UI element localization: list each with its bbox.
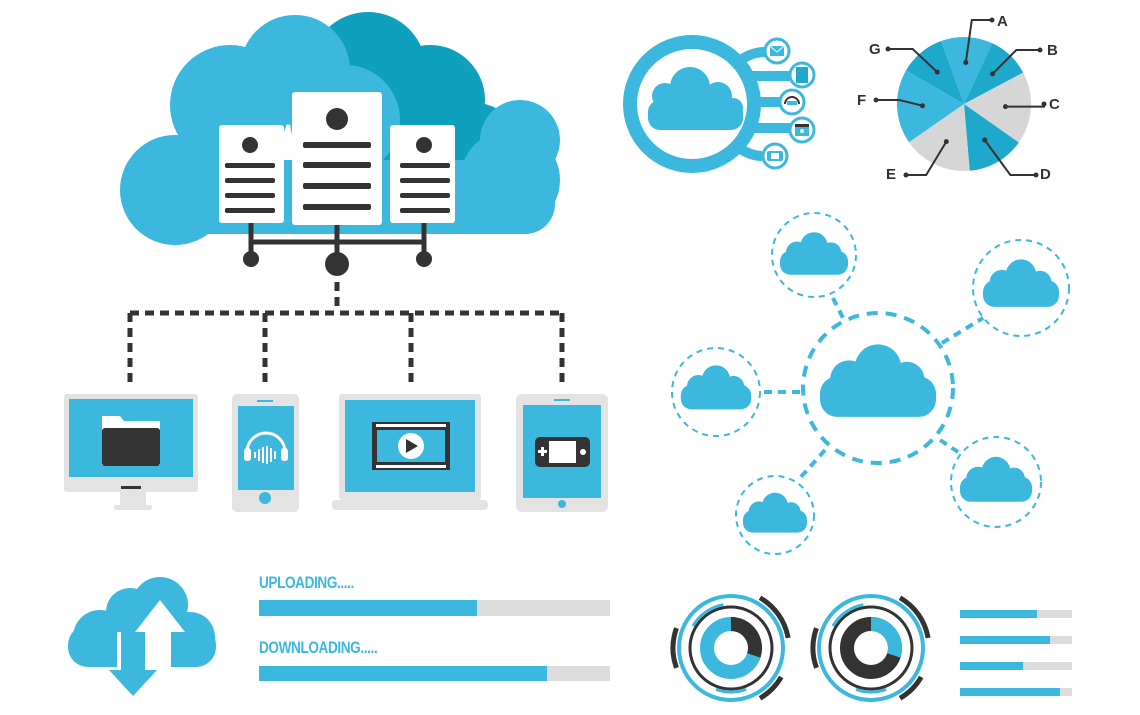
pie-callout-line-b [991, 49, 1040, 75]
gamepad-icon [535, 437, 590, 467]
hub-document [788, 61, 816, 89]
pie-slice-c [964, 72, 1031, 143]
pie-callout-dot [990, 71, 996, 77]
pie-label-g: G [869, 41, 881, 58]
pie-label-c: C [1049, 96, 1060, 113]
server-left [219, 125, 284, 223]
cloud-services-hub [623, 35, 816, 173]
headphones-audio-icon [244, 431, 288, 464]
cloud-network [671, 212, 1070, 555]
mini-bar-4 [960, 688, 1072, 696]
download-progress-bar [259, 666, 610, 681]
hub-headphones [778, 88, 806, 116]
pie-callout-dot [943, 139, 949, 145]
cloud-top-right [983, 259, 1059, 307]
cloud-top [780, 232, 848, 275]
folder-icon [102, 416, 160, 466]
upload-progress-bar [259, 600, 610, 616]
download-label: DOWNLOADING..... [259, 638, 378, 657]
device-laptop [332, 394, 488, 510]
pie-label-b: B [1047, 42, 1058, 59]
network-clouds [680, 232, 1059, 533]
pie-callout-dot [1037, 47, 1043, 53]
mini-bar-1 [960, 610, 1072, 618]
ring-gauges [670, 594, 931, 702]
hub-gamepad [761, 142, 789, 170]
pie-callout-dot [982, 137, 988, 143]
pie-label-e: E [886, 166, 897, 183]
pie-callout-dot [963, 59, 969, 65]
pie-callout-dot [934, 69, 940, 75]
mini-bar-3 [960, 662, 1072, 670]
pie-slice-f [896, 70, 964, 143]
download-progress-fill [259, 666, 547, 681]
pie-callout-dot [873, 97, 879, 103]
ring-gauge-2 [810, 594, 931, 702]
ring-gauge-1 [670, 594, 791, 702]
hub-camera [788, 116, 816, 144]
central-cloud [820, 344, 936, 417]
upload-label: UPLOADING..... [259, 573, 354, 592]
mini-bar-fill [960, 610, 1038, 618]
pie-callouts [873, 17, 1047, 178]
upload-progress-fill [259, 600, 477, 616]
pie-callout-dot [989, 17, 995, 23]
pie-label-a: A [997, 13, 1008, 30]
pie-callout-line-d [983, 139, 1036, 176]
pie-callout-dot [885, 46, 891, 52]
pie-callout-dot [1041, 101, 1047, 107]
pie-callout-dot [1033, 172, 1039, 178]
connector-node-left [243, 251, 259, 267]
pie-slice-e [908, 104, 970, 172]
cloud-bottom-left [743, 492, 807, 533]
connector-node-center [325, 252, 349, 276]
cloud-bottom-right [960, 456, 1032, 502]
pie-callout-line-a [964, 19, 992, 63]
mini-bar-2 [960, 636, 1072, 644]
device-smartphone [232, 394, 299, 512]
upload-download-cloud-icon [68, 577, 216, 696]
device-tablet [516, 394, 608, 512]
pie-callout-line-f [876, 99, 923, 107]
film-play-icon [372, 422, 450, 470]
server-center [292, 92, 382, 225]
mini-bar-fill [960, 662, 1023, 670]
pie-callout-dot [903, 172, 909, 178]
pie-slice-d [964, 104, 1019, 171]
connector-node-right [416, 251, 432, 267]
device-desktop [64, 394, 198, 510]
distribution-lines [127, 282, 565, 385]
cloud-left [680, 365, 752, 410]
mini-bar-fill [960, 688, 1060, 696]
server-right [390, 125, 455, 223]
pie-callout-line-e [906, 141, 948, 176]
pie-callout-line-g [888, 48, 938, 73]
pie-callout-dot [1002, 104, 1008, 110]
pie-callout-dot [919, 103, 925, 109]
mini-bar-fill [960, 636, 1050, 644]
hub-mail [763, 37, 791, 65]
pie-label-f: F [857, 92, 867, 109]
pie-slice-a [941, 37, 993, 104]
pie-label-d: D [1040, 166, 1051, 183]
